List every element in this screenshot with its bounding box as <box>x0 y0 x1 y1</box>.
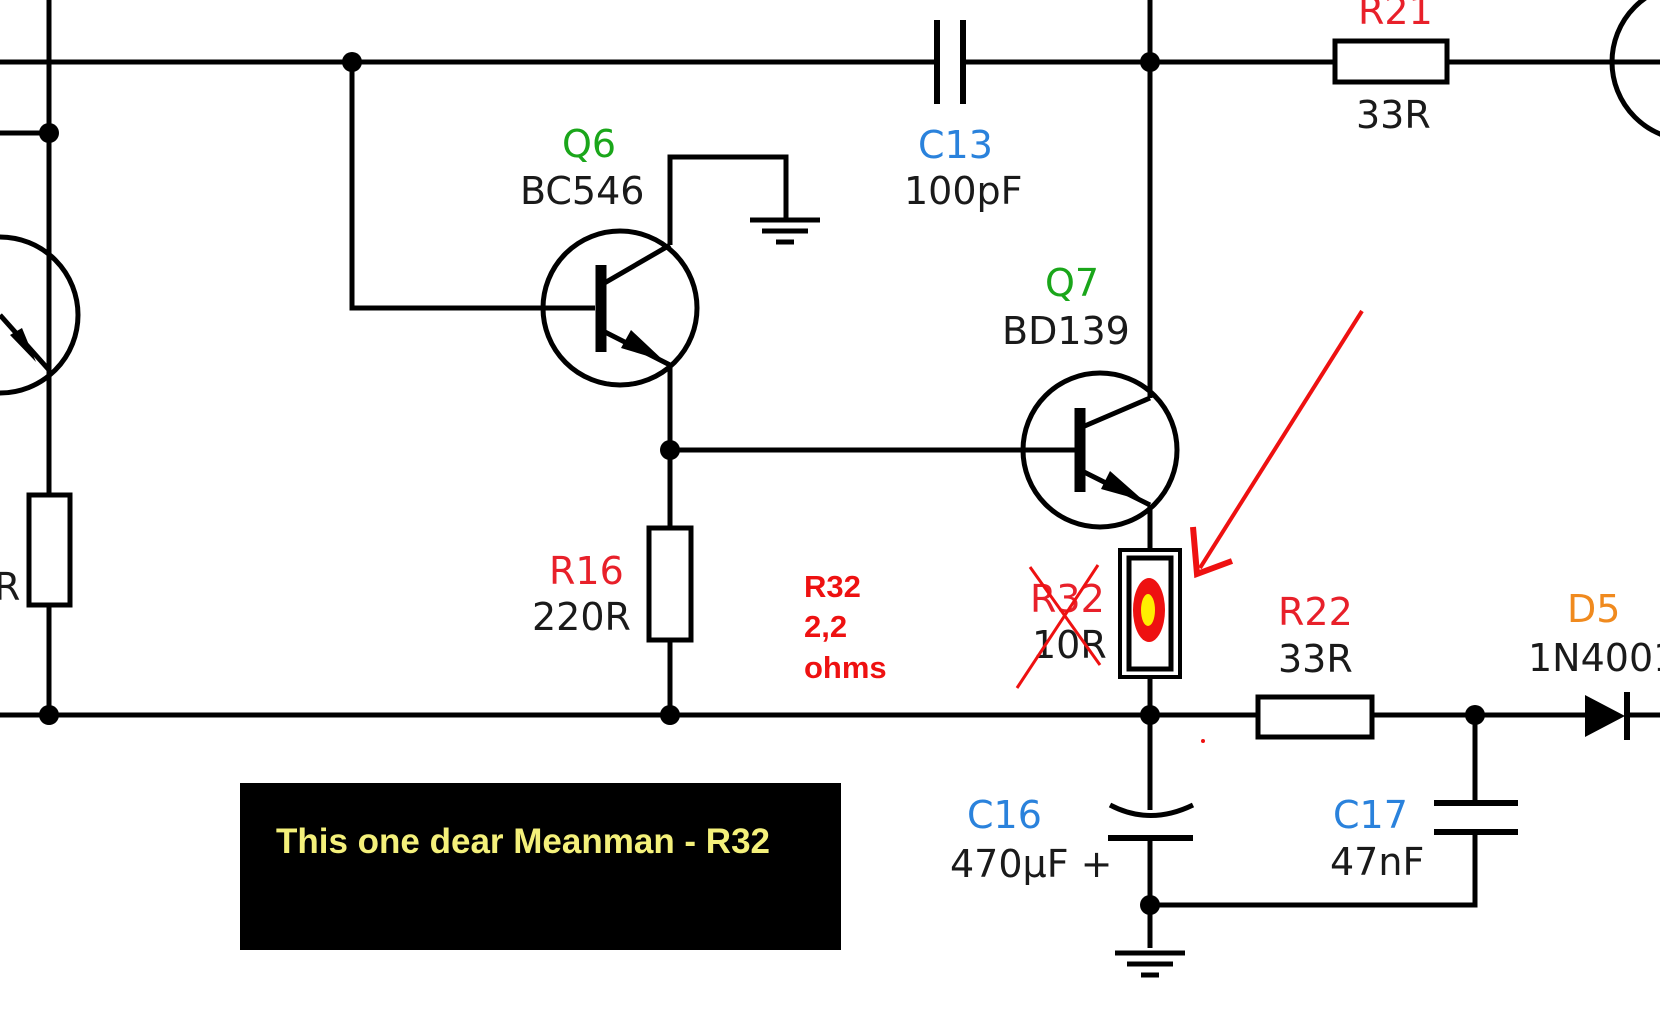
r21-value: 33R <box>1356 93 1431 137</box>
junction-dot <box>1140 705 1160 725</box>
emitter-arrow-icon <box>621 330 664 361</box>
c17-value: 47nF <box>1330 840 1424 884</box>
annotation-line-3: ohms <box>804 650 887 685</box>
junction-dot <box>342 52 362 72</box>
c17-ref: C17 <box>1333 793 1408 837</box>
q7-value: BD139 <box>1002 309 1130 353</box>
pointer-arrow-icon <box>1190 309 1364 579</box>
r22-value: 33R <box>1278 637 1353 681</box>
junction-dot <box>660 705 680 725</box>
annotation-line-2: 2,2 <box>804 609 847 644</box>
c17-capacitor-symbol <box>1434 800 1518 835</box>
junction-dot <box>660 440 680 460</box>
d5-ref: D5 <box>1567 587 1620 631</box>
r21-ref: R21 <box>1358 0 1433 33</box>
junction-dot <box>39 705 59 725</box>
d5-value: 1N4001 <box>1528 636 1660 680</box>
r22-resistor-body <box>1255 694 1375 740</box>
r32-resistor-highlight <box>1118 548 1182 679</box>
message-banner <box>240 783 841 950</box>
left-resistor-value: R <box>0 565 20 609</box>
c16-capacitor-symbol <box>1108 802 1195 841</box>
emitter-arrow-icon <box>1101 471 1144 501</box>
junction-dot <box>1140 52 1160 72</box>
c16-value: 470µF + <box>950 842 1112 886</box>
junction-dot <box>39 123 59 143</box>
r16-ref: R16 <box>549 549 624 593</box>
r22-ref: R22 <box>1278 590 1353 634</box>
d5-diode-symbol <box>1585 692 1630 740</box>
q7-ref: Q7 <box>1045 261 1099 305</box>
q6-value: BC546 <box>520 169 644 213</box>
annotation-line-1: R32 <box>804 569 861 604</box>
left-transistor-symbol <box>0 234 81 396</box>
message-banner-text: This one dear Meanman - R32 <box>276 822 770 861</box>
q7-transistor-symbol <box>1020 370 1180 530</box>
c13-value: 100pF <box>904 169 1023 213</box>
r21-resistor-body <box>1332 38 1450 85</box>
junction-dot <box>1140 895 1160 915</box>
q6-ref: Q6 <box>562 122 616 166</box>
r16-value: 220R <box>532 595 631 639</box>
left-resistor-body <box>26 492 73 608</box>
c16-ref: C16 <box>967 793 1042 837</box>
emitter-arrow-icon <box>10 328 36 362</box>
partial-component-symbol <box>1609 0 1660 137</box>
red-speck <box>1201 739 1205 743</box>
c13-capacitor-symbol <box>934 20 966 104</box>
ground-icon <box>1115 950 1185 978</box>
ground-icon <box>750 217 820 245</box>
cross-out-mark <box>1015 564 1102 689</box>
junction-dots <box>39 52 1485 915</box>
wires <box>0 0 1660 948</box>
c13-ref: C13 <box>918 123 993 167</box>
q6-transistor-symbol <box>540 228 700 388</box>
junction-dot <box>1465 705 1485 725</box>
r16-resistor-body <box>646 525 694 643</box>
